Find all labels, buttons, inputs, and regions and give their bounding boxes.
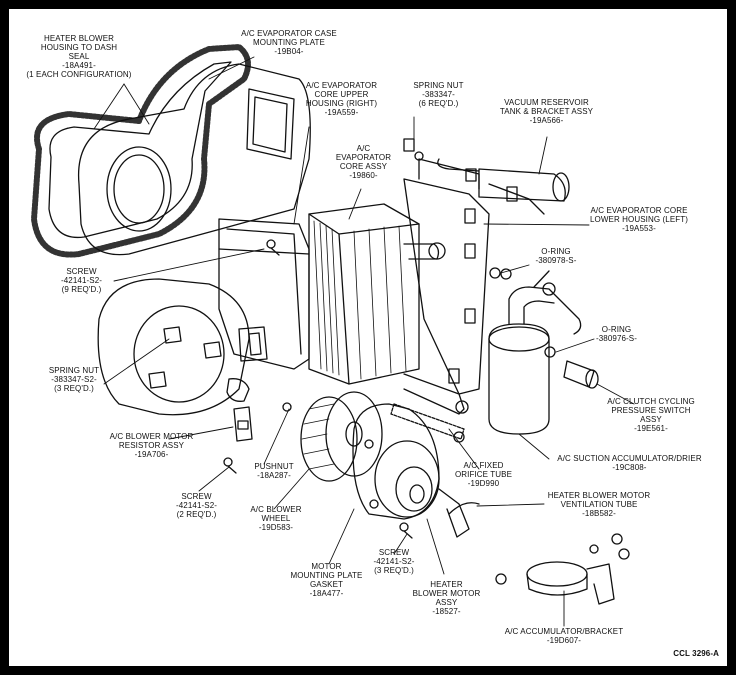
label-clutch-cycling-switch: A/C CLUTCH CYCLING PRESSURE SWITCH ASSY-…: [607, 397, 695, 433]
label-blower-motor-resistor: A/C BLOWER MOTOR RESISTOR ASSY-19A706-: [109, 432, 194, 459]
diagram-sheet: HEATER BLOWER HOUSING TO DASH SEAL-18A49…: [9, 9, 727, 666]
label-evaporator-core-assy: A/C EVAPORATOR CORE ASSY-19860-: [335, 144, 392, 180]
label-blower-wheel: A/C BLOWER WHEEL-19D583-: [250, 505, 302, 532]
label-spring-nut-left: SPRING NUT-383347-S2-(3 REQ'D.): [48, 366, 100, 393]
label-evaporator-core-upper-housing: A/C EVAPORATOR CORE UPPER HOUSING (RIGHT…: [305, 81, 378, 117]
label-spring-nut-top: SPRING NUT-383347-(6 REQ'D.): [413, 81, 464, 108]
blower-housing-drawing: [97, 278, 250, 416]
dash-seal-drawing: [31, 44, 251, 258]
label-o-ring-upper: O-RING-380978-S-: [535, 247, 577, 265]
label-heater-blower-motor: HEATER BLOWER MOTOR ASSY-18527-: [412, 580, 481, 616]
label-suction-accumulator: A/C SUCTION ACCUMULATOR/DRIER-19C808-: [557, 454, 702, 472]
vent-tube-drawing: [448, 502, 480, 515]
vacuum-reservoir-drawing: [437, 158, 570, 215]
label-fixed-orifice-tube: A/C FIXED ORIFICE TUBE-19D990: [454, 461, 513, 488]
accumulator-drawing: [488, 268, 582, 435]
mounting-plate-drawing: [77, 63, 311, 256]
label-heater-blower-housing-seal: HEATER BLOWER HOUSING TO DASH SEAL-18A49…: [26, 34, 132, 79]
orifice-tube-drawing: [390, 403, 465, 443]
blower-wheel-drawing: [300, 391, 383, 482]
label-evaporator-core-lower-housing: A/C EVAPORATOR CORE LOWER HOUSING (LEFT)…: [589, 206, 688, 233]
label-blower-motor-vent-tube: HEATER BLOWER MOTOR VENTILATION TUBE-18B…: [547, 491, 651, 518]
lower-housing-drawing: [403, 138, 490, 395]
label-screw-left: SCREW-42141-S2-(9 REQ'D.): [60, 267, 103, 294]
accumulator-bracket-drawing: [495, 533, 630, 605]
leader-lines: [93, 56, 635, 627]
label-screw-bottom: SCREW-42141-S2-(3 REQ'D.): [373, 548, 415, 575]
upper-housing-drawing: [218, 218, 310, 370]
label-vacuum-reservoir-tank: VACUUM RESERVOIR TANK & BRACKET ASSY-19A…: [499, 98, 594, 125]
o-ring-lower-drawing: [544, 346, 556, 358]
label-evaporator-case-mounting-plate: A/C EVAPORATOR CASE MOUNTING PLATE-19B04…: [241, 29, 337, 56]
label-pushnut: PUSHNUT-18A287-: [254, 462, 294, 480]
blower-motor-drawing: [352, 403, 470, 538]
screws-drawing: [223, 151, 424, 539]
exploded-view-artwork: [31, 44, 635, 627]
resistor-drawing: [233, 406, 253, 442]
clutch-switch-drawing: [563, 360, 599, 389]
label-accumulator-bracket: A/C ACCUMULATOR/BRACKET-19D607-: [504, 627, 624, 645]
evaporator-core-drawing: [308, 203, 469, 415]
diagram-code: CCL 3296-A: [673, 649, 719, 658]
label-screw-lower-left: SCREW-42141-S2-(2 REQ'D.): [175, 492, 218, 519]
o-ring-upper-drawing: [489, 267, 501, 279]
label-motor-mounting-gasket: MOTOR MOUNTING PLATE GASKET-18A477-: [290, 562, 363, 598]
label-o-ring-lower: O-RING-380976-S-: [595, 325, 638, 343]
